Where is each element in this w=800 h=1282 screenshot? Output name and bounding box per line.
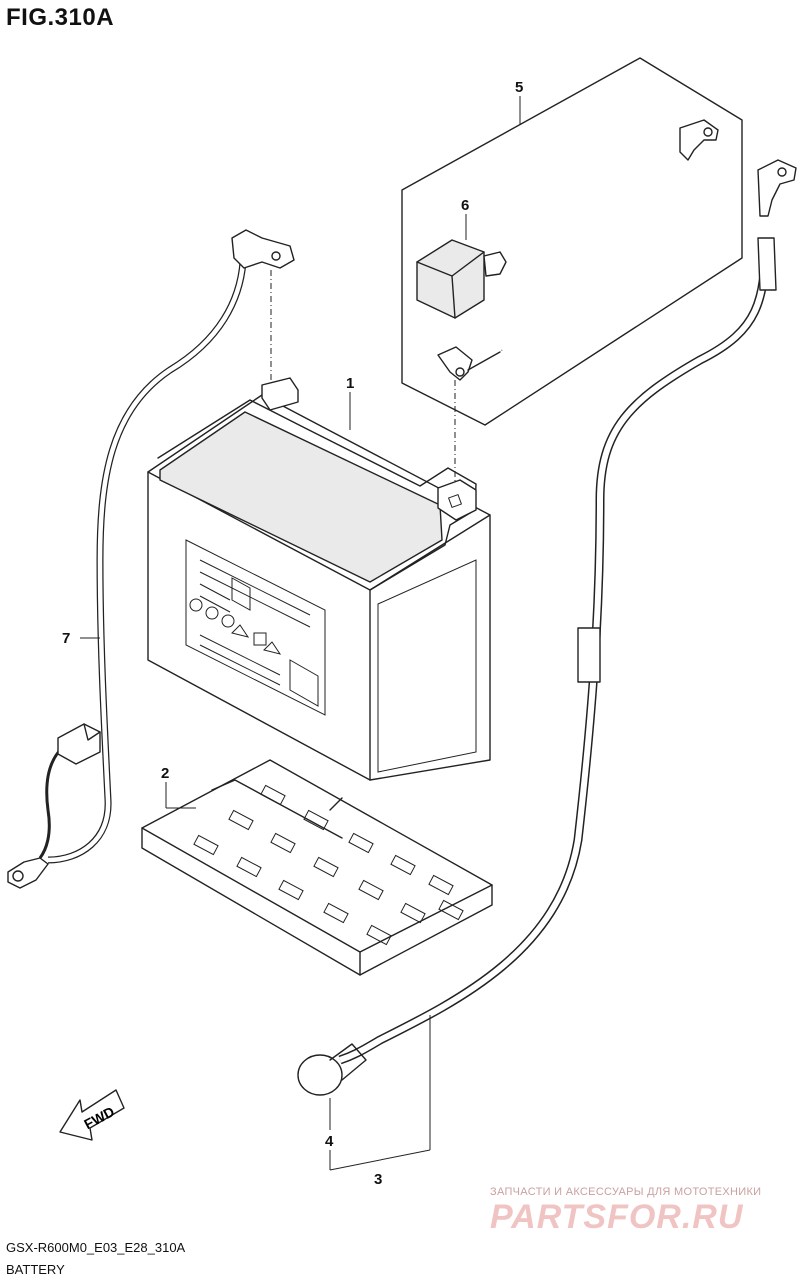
watermark-logo: PARTSFOR.RU <box>490 1198 744 1236</box>
callout-7: 7 <box>62 630 70 647</box>
callout-4: 4 <box>325 1133 334 1150</box>
callout-2: 2 <box>161 765 169 782</box>
callout-1: 1 <box>346 375 354 392</box>
ground-cable <box>7 229 295 889</box>
terminal-cover <box>416 239 507 319</box>
leader-lines <box>80 96 521 1171</box>
starter-cable <box>437 119 719 381</box>
battery-tray <box>141 759 493 976</box>
callout-6: 6 <box>461 197 469 214</box>
watermark-text: ЗАПЧАСТИ И АКСЕССУАРЫ ДЛЯ МОТОТЕХНИКИ <box>490 1186 762 1198</box>
battery <box>147 377 491 781</box>
cable-kit-box <box>401 57 743 426</box>
fwd-arrow-icon: FWD <box>59 1089 125 1141</box>
positive-cable <box>297 159 797 1096</box>
figure-caption: BATTERY <box>6 1262 65 1277</box>
figure-code: GSX-R600M0_E03_E28_310A <box>6 1240 186 1255</box>
figure-title: FIG.310A <box>6 4 115 31</box>
callout-3: 3 <box>374 1171 382 1188</box>
callout-5: 5 <box>515 79 523 96</box>
